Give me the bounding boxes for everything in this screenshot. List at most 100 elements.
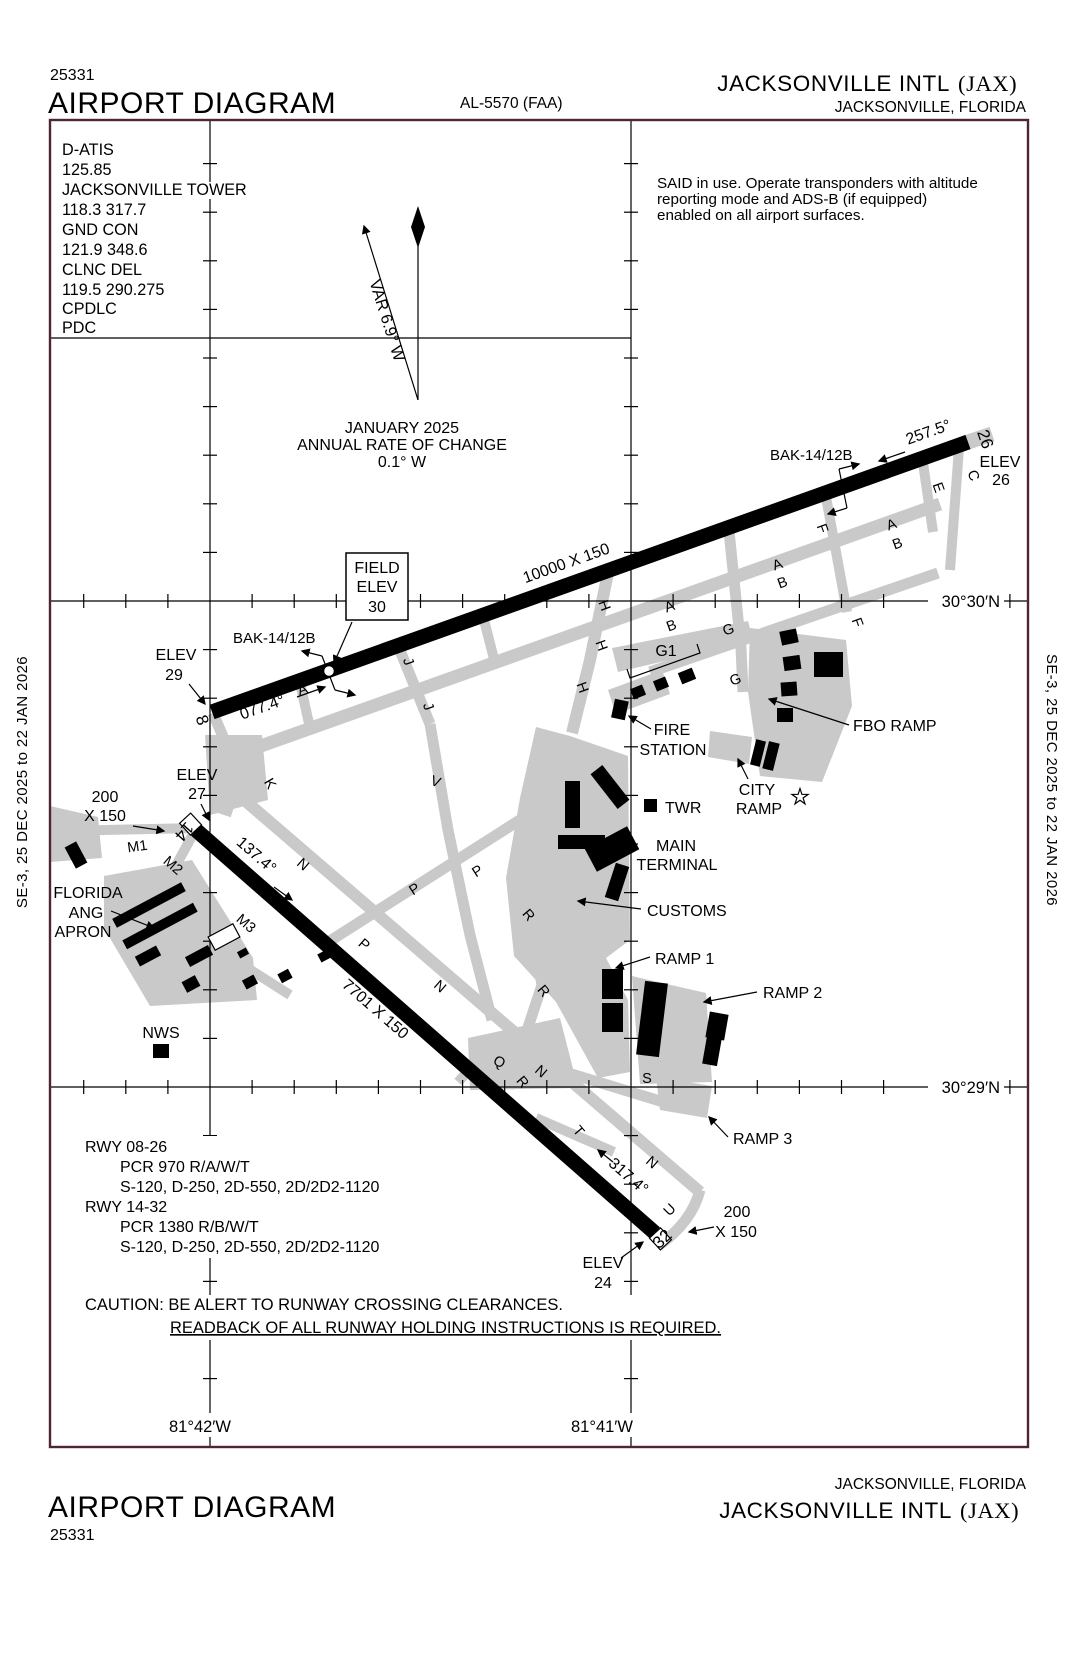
runway-14-32 bbox=[191, 824, 660, 1239]
main-terminal-label: TERMINAL bbox=[637, 857, 718, 874]
rwy14-elev: 27 bbox=[188, 786, 206, 803]
ang-apron-label: FLORIDA bbox=[53, 885, 123, 902]
field-elev-text: ELEV bbox=[357, 579, 398, 596]
svg-text:PCR 1380 R/B/W/T: PCR 1380 R/B/W/T bbox=[120, 1219, 259, 1236]
taxiway-label-s: S bbox=[642, 1071, 652, 1087]
blast-pad-14-label: X 150 bbox=[84, 808, 126, 825]
taxiway-label-p: P bbox=[469, 862, 486, 881]
blast-pad-32-label: 200 bbox=[724, 1204, 751, 1221]
taxiway-label-u: U bbox=[661, 1201, 680, 1220]
main-terminal-label: MAIN bbox=[656, 838, 696, 855]
taxiway-a bbox=[227, 497, 943, 764]
comm-line: CPDLC bbox=[62, 300, 117, 318]
ang-apron-label: ANG bbox=[69, 905, 104, 922]
fbo-apron bbox=[748, 628, 852, 782]
tower-label: TWR bbox=[665, 800, 701, 817]
runways bbox=[178, 434, 971, 1251]
longitude-label: 81°41′W bbox=[571, 1418, 633, 1436]
taxiway-label-g: G bbox=[728, 671, 744, 690]
variation-arrow bbox=[361, 224, 419, 401]
symbols bbox=[300, 206, 861, 806]
taxiway-h bbox=[566, 571, 614, 735]
rwy26-elev: ELEV bbox=[980, 454, 1021, 471]
blast-pad-14 bbox=[178, 812, 203, 836]
taxiway-t bbox=[534, 1113, 616, 1157]
ramp2-label: RAMP 2 bbox=[763, 985, 822, 1002]
terminal-pier bbox=[590, 765, 630, 809]
taxiway-b bbox=[648, 567, 940, 678]
comm-line: CLNC DEL bbox=[62, 261, 142, 279]
chart-number: 25331 bbox=[50, 67, 95, 84]
beacon-star-icon bbox=[790, 786, 810, 806]
ang-apron bbox=[104, 860, 257, 1006]
bak-label-west: BAK-14/12B bbox=[233, 630, 316, 647]
comm-line: PDC bbox=[62, 319, 96, 337]
taxiway-j bbox=[393, 645, 436, 727]
taxiway-label-g: G bbox=[721, 621, 737, 640]
terminal-core bbox=[584, 826, 640, 872]
taxiway-p bbox=[319, 797, 551, 951]
compass-rate: 0.1° W bbox=[378, 454, 427, 471]
taxiway-label-e: E bbox=[929, 480, 947, 495]
compass-date: JANUARY 2025 bbox=[345, 420, 459, 437]
edition-right: SE-3, 25 DEC 2025 to 22 JAN 2026 bbox=[1043, 654, 1060, 906]
fire-station-label: STATION bbox=[640, 742, 707, 759]
compass-rate-label: ANNUAL RATE OF CHANGE bbox=[297, 437, 507, 454]
comm-line: GND CON bbox=[62, 221, 138, 239]
nws-building bbox=[153, 1044, 169, 1058]
chart-border bbox=[48, 118, 1030, 1449]
taxiway-g bbox=[723, 530, 749, 693]
nws-label: NWS bbox=[142, 1025, 179, 1042]
taxiway-f bbox=[821, 496, 852, 613]
svg-text:enabled on all airport surface: enabled on all airport surfaces. bbox=[657, 207, 865, 224]
ang-apron-label: APRON bbox=[55, 924, 112, 941]
rwy14-elev: ELEV bbox=[177, 767, 218, 784]
blast-pad-32 bbox=[648, 1227, 673, 1251]
rwy08-elev: 29 bbox=[165, 667, 183, 684]
customs-label: CUSTOMS bbox=[647, 903, 727, 920]
runway-08-26 bbox=[209, 434, 971, 720]
rwy26-elev: 26 bbox=[992, 472, 1010, 489]
footer-city: JACKSONVILLE, FLORIDA bbox=[835, 1476, 1027, 1493]
city-ramp-apron bbox=[708, 731, 752, 764]
arresting-gear-symbol-east bbox=[826, 461, 861, 516]
airport-city: JACKSONVILLE, FLORIDA bbox=[835, 99, 1027, 116]
caution-text: CAUTION: BE ALERT TO RUNWAY CROSSING CLE… bbox=[85, 1296, 563, 1314]
taxiway-label-h: H bbox=[572, 680, 591, 695]
runway-data-table: RWY 08-26 PCR 970 R/A/W/T S-120, D-250, … bbox=[85, 1139, 380, 1256]
blast-pad-14-label: 200 bbox=[92, 789, 119, 806]
comm-line: JACKSONVILLE TOWER bbox=[62, 181, 247, 199]
ramp3-label: RAMP 3 bbox=[733, 1131, 792, 1148]
terminal-pier bbox=[604, 862, 630, 902]
g1-label: G1 bbox=[655, 643, 676, 660]
footer-airport-name: JACKSONVILLE INTL bbox=[719, 1498, 952, 1523]
taxiway-network bbox=[50, 426, 995, 1251]
west-apron bbox=[50, 806, 102, 862]
taxiway-n bbox=[238, 793, 704, 1197]
svg-text:SAID in use. Operate transpond: SAID in use. Operate transponders with a… bbox=[657, 175, 978, 192]
fbo-ramp-label: FBO RAMP bbox=[853, 718, 937, 735]
svg-text:S-120, D-250, 2D-550, 2D/2D2-1: S-120, D-250, 2D-550, 2D/2D2-1120 bbox=[120, 1179, 380, 1196]
field-elev-text: FIELD bbox=[354, 560, 399, 577]
ang-hangar bbox=[122, 902, 198, 950]
footer-chart-number: 25331 bbox=[50, 1527, 95, 1544]
taxiway-v bbox=[424, 723, 498, 1022]
taxiway-label-m1: M1 bbox=[126, 838, 148, 857]
terminal-pier bbox=[565, 781, 580, 828]
field-elev-text: 30 bbox=[368, 599, 386, 616]
taxiway-label-p: P bbox=[355, 936, 373, 954]
al-number: AL-5570 (FAA) bbox=[460, 95, 563, 112]
latitude-label: 30°29′N bbox=[942, 1079, 1000, 1097]
taxiway-label-h: H bbox=[594, 598, 613, 613]
taxiway-label-f: F bbox=[848, 616, 866, 630]
rwy08-elev: ELEV bbox=[156, 647, 197, 664]
svg-text:S-120, D-250, 2D-550, 2D/2D2-1: S-120, D-250, 2D-550, 2D/2D2-1120 bbox=[120, 1239, 380, 1256]
rwy32-elev: ELEV bbox=[583, 1255, 624, 1272]
blast-pad-32-label: X 150 bbox=[715, 1224, 757, 1241]
page-title: AIRPORT DIAGRAM bbox=[48, 87, 336, 120]
comm-line: 119.5 290.275 bbox=[62, 281, 164, 299]
comm-line: 118.3 317.7 bbox=[62, 201, 146, 219]
taxiway-label-b: B bbox=[890, 535, 905, 553]
outlined-building bbox=[207, 922, 241, 952]
